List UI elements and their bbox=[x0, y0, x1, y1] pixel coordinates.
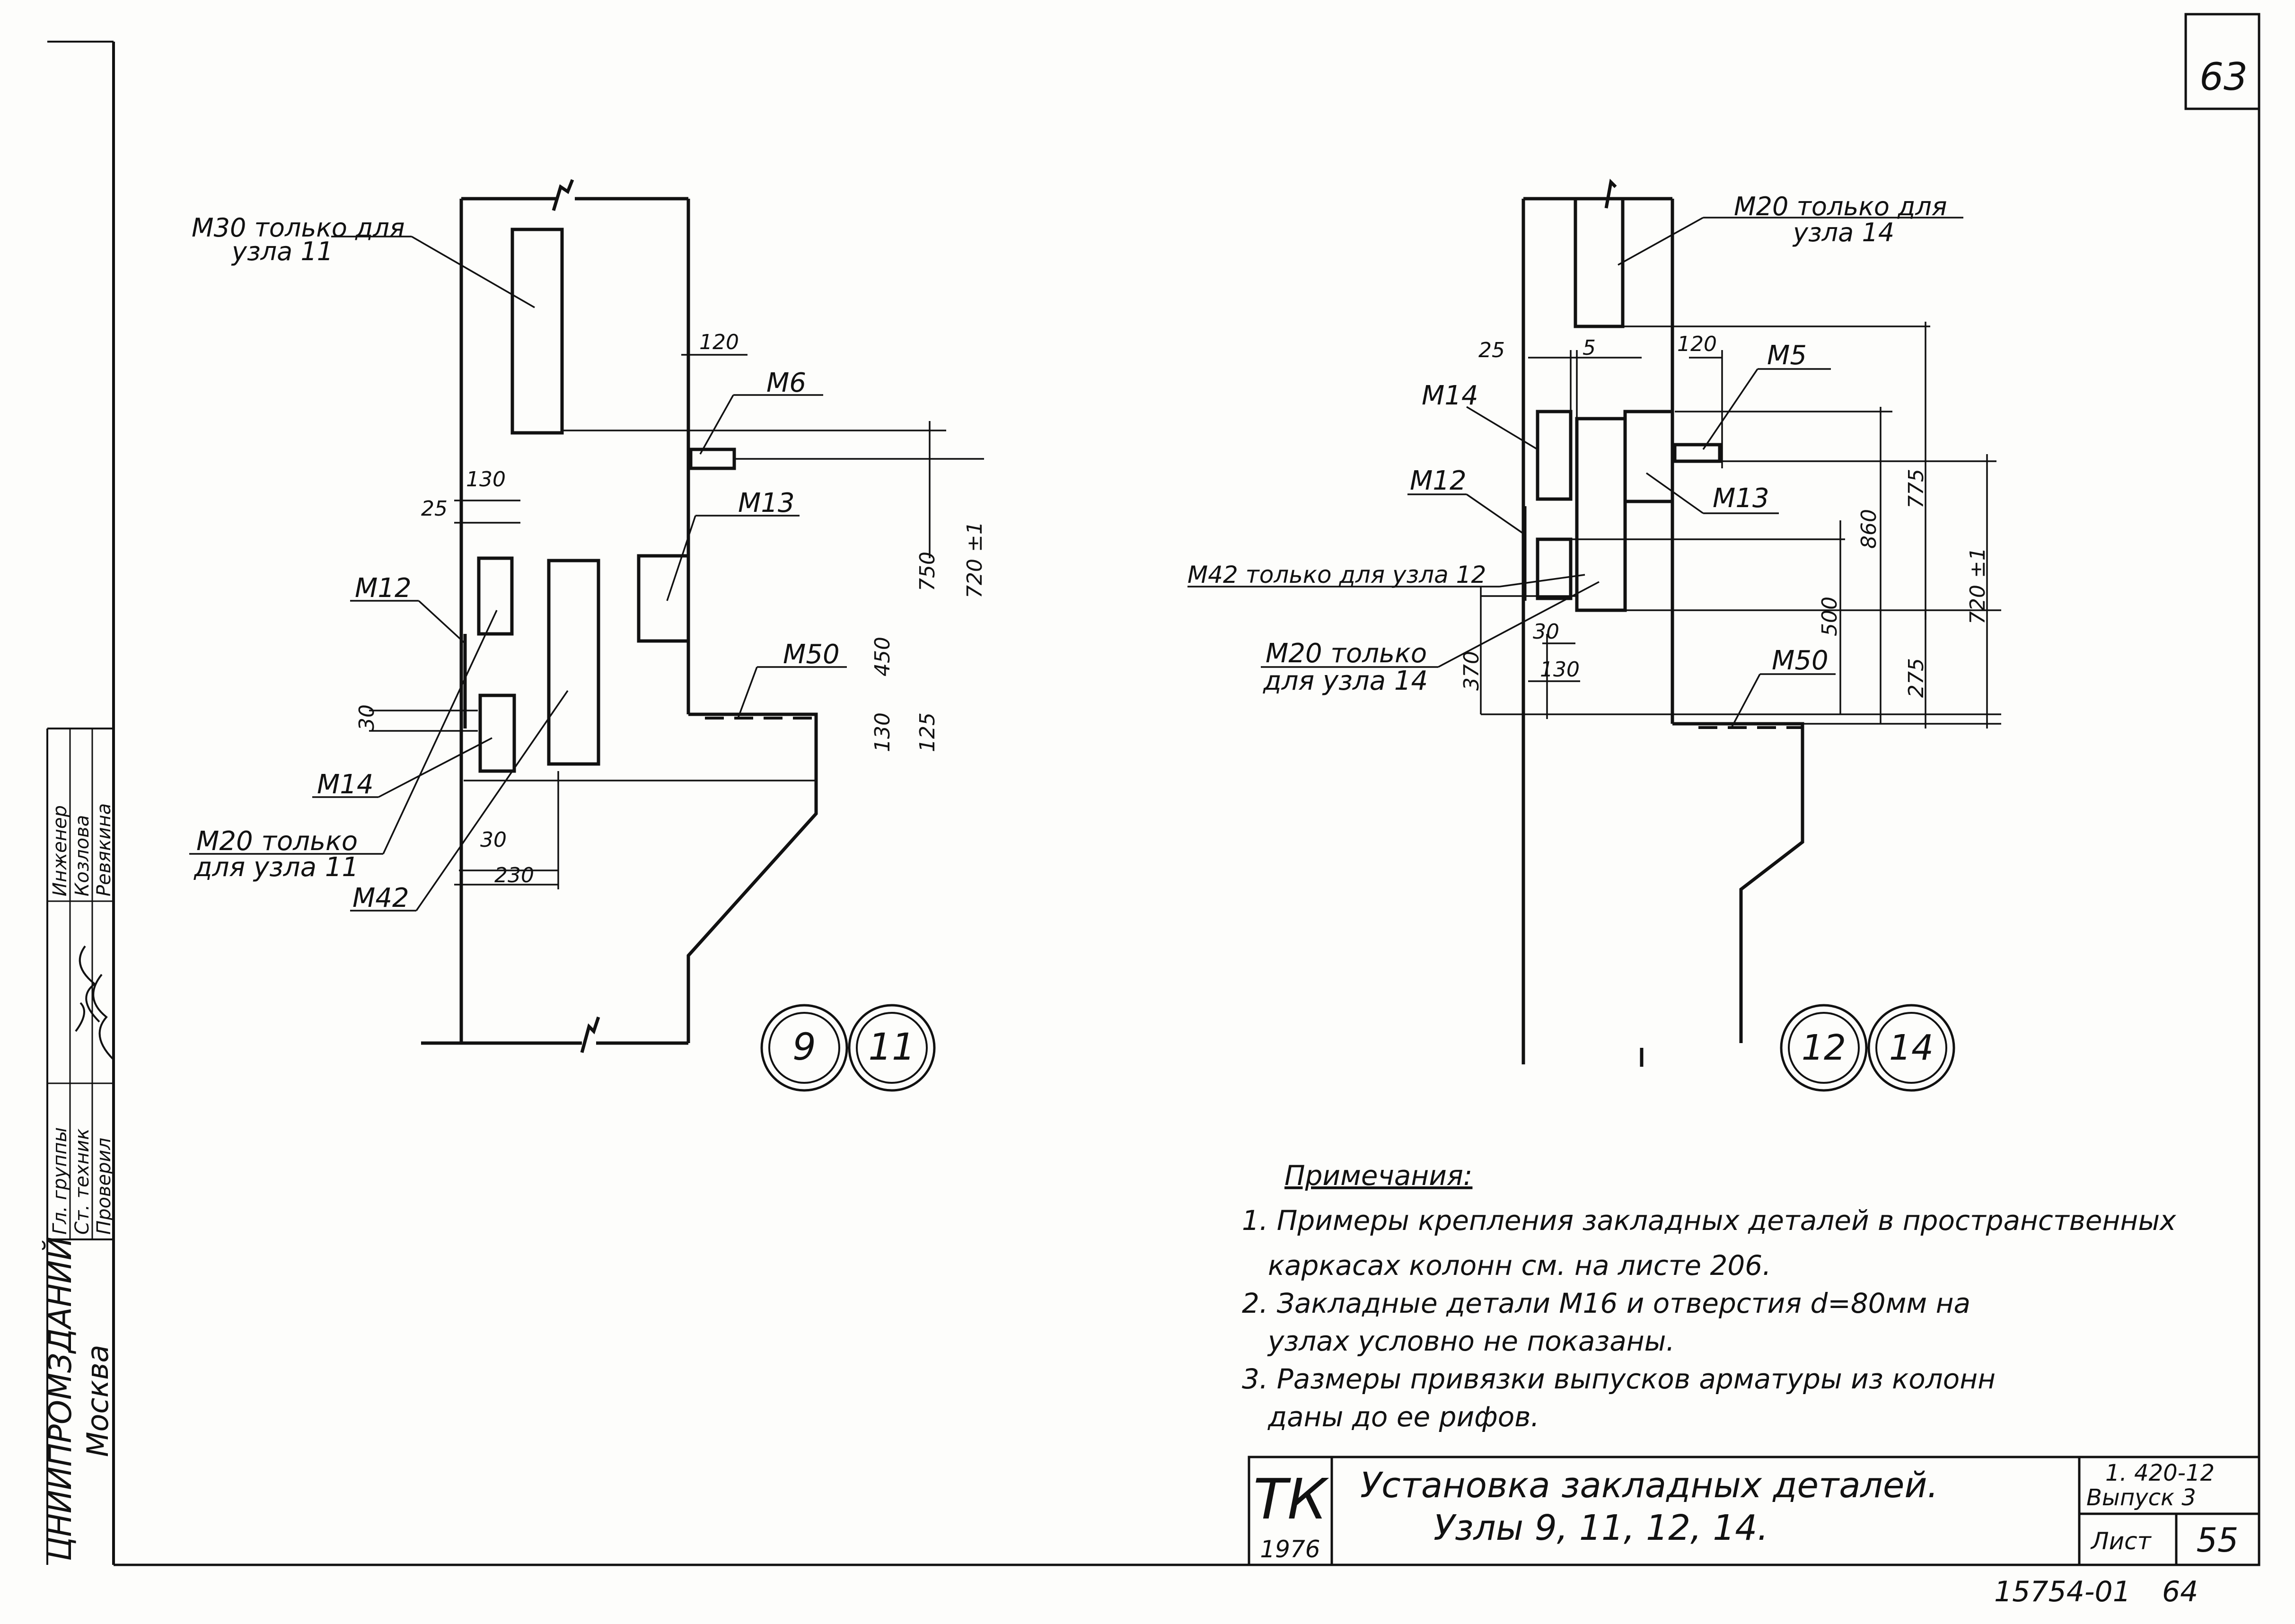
node-9-11-drawing bbox=[189, 179, 984, 1053]
node-12-14-drawing bbox=[1187, 178, 2001, 1067]
dim-25: 25 bbox=[421, 497, 448, 521]
title-block: ТК 1976 Установка закладных деталей. Узл… bbox=[1248, 1456, 2260, 1566]
label-m30: М30 только для bbox=[192, 213, 404, 243]
dim-370: 370 bbox=[1460, 651, 1484, 691]
label-m13: М13 bbox=[738, 488, 795, 518]
embed-m14 bbox=[1536, 410, 1573, 501]
dim-130-v: 130 bbox=[871, 712, 895, 752]
sheet-corner-box bbox=[2184, 13, 2260, 110]
note-line-2: каркасах колонн см. на листе 206. bbox=[1268, 1249, 1771, 1282]
dim-30-b: 30 bbox=[480, 828, 507, 852]
embed-m30 bbox=[510, 228, 564, 435]
notes-title: Примечания: bbox=[1284, 1159, 1472, 1192]
dim-450: 450 bbox=[871, 637, 895, 676]
note-line-1: 1. Примеры крепления закладных деталей в… bbox=[1242, 1204, 2176, 1237]
issue-number: Выпуск 3 bbox=[2086, 1484, 2196, 1511]
dim-120: 120 bbox=[1677, 332, 1717, 356]
embed-m13 bbox=[637, 554, 690, 643]
dim-130: 130 bbox=[466, 467, 506, 492]
title-line-1: Установка закладных деталей. bbox=[1360, 1465, 1938, 1506]
bottom-page: 64 bbox=[2162, 1575, 2198, 1608]
embed-m42 bbox=[1575, 417, 1627, 612]
label-m5: М5 bbox=[1767, 340, 1807, 371]
stamp-institute: ЦНИИПРОМЗДАНИЙ bbox=[42, 1237, 79, 1561]
label-m12: М12 bbox=[355, 573, 412, 604]
stamp-role-2: Ст. техник bbox=[71, 1128, 93, 1235]
stamp-name-2: Козлова bbox=[71, 815, 93, 896]
dim-30-a: 30 bbox=[355, 704, 379, 731]
dim-720: 720 ±1 bbox=[963, 521, 987, 598]
embed-m12-top bbox=[477, 556, 514, 636]
label-m42: М42 bbox=[352, 883, 409, 913]
badge-node-12: 12 bbox=[1802, 1027, 1846, 1068]
stamp-name-1: Инженер bbox=[49, 805, 71, 896]
label-m20-d: для узла 14 bbox=[1263, 666, 1428, 696]
label-m20-c: М20 только bbox=[1266, 638, 1427, 669]
label-m42: М42 только для узла 12 bbox=[1187, 561, 1486, 588]
label-m50: М50 bbox=[783, 639, 840, 670]
node-9-11-labels: М30 только для узла 11 М6 М13 М50 М12 М1… bbox=[192, 213, 987, 913]
embed-m12 bbox=[1536, 537, 1573, 600]
dim-5: 5 bbox=[1583, 336, 1596, 360]
note-line-3: 2. Закладные детали М16 и отверстия d=80… bbox=[1242, 1287, 1970, 1319]
embed-m42 bbox=[547, 559, 600, 766]
sheet-label: Лист bbox=[2090, 1527, 2152, 1555]
node-9-11-badges: 9 11 bbox=[760, 1004, 936, 1092]
embed-m5 bbox=[1673, 443, 1722, 463]
dim-860: 860 bbox=[1857, 509, 1881, 549]
label-m13: М13 bbox=[1713, 483, 1769, 514]
label-m20: М20 только bbox=[196, 826, 358, 857]
note-line-6: даны до ее рифов. bbox=[1267, 1401, 1539, 1433]
label-m20-b: для узла 11 bbox=[193, 852, 359, 883]
dim-25: 25 bbox=[1478, 338, 1505, 362]
embed-m20-top bbox=[1574, 197, 1625, 328]
series-number: 1. 420-12 bbox=[2105, 1460, 2215, 1486]
dim-120: 120 bbox=[699, 330, 739, 354]
dim-750: 750 bbox=[915, 552, 940, 591]
label-m20-b: узла 14 bbox=[1792, 218, 1894, 247]
embed-m6 bbox=[689, 448, 736, 470]
note-line-5: 3. Размеры привязки выпусков арматуры из… bbox=[1242, 1363, 1996, 1395]
title-org: ТК bbox=[1253, 1466, 1329, 1532]
label-m12: М12 bbox=[1410, 465, 1467, 496]
badge-node-11: 11 bbox=[868, 1026, 915, 1069]
sheet-frame: 63 bbox=[47, 13, 2260, 1566]
note-line-4: узлах условно не показаны. bbox=[1267, 1325, 1675, 1357]
label-m14: М14 bbox=[1422, 380, 1478, 411]
badge-node-14: 14 bbox=[1889, 1027, 1934, 1068]
embed-m13 bbox=[1623, 410, 1674, 503]
label-m6: М6 bbox=[766, 368, 806, 398]
notes: Примечания: 1. Примеры крепления закладн… bbox=[1242, 1159, 2176, 1433]
dim-30: 30 bbox=[1533, 620, 1559, 644]
dim-130: 130 bbox=[1540, 658, 1580, 682]
dim-720: 720 ±1 bbox=[1966, 547, 1990, 624]
side-stamp: Гл. группы Ст. техник Проверил Инженер К… bbox=[42, 728, 115, 1565]
sheet-corner-number: 63 bbox=[2199, 55, 2248, 99]
label-m14: М14 bbox=[317, 769, 374, 800]
node-12-14-labels: М20 только для узла 14 М14 М5 М12 М13 М4… bbox=[1187, 192, 1990, 698]
stamp-role-1: Гл. группы bbox=[49, 1127, 71, 1235]
dim-125: 125 bbox=[915, 712, 940, 752]
dim-275: 275 bbox=[1904, 658, 1928, 698]
label-m50: М50 bbox=[1772, 645, 1829, 676]
title-year: 1976 bbox=[1260, 1536, 1320, 1563]
stamp-city: Москва bbox=[80, 1345, 115, 1457]
embed-m14 bbox=[478, 693, 516, 773]
label-m20: М20 только для bbox=[1734, 192, 1947, 221]
bottom-code: 15754-01 bbox=[1994, 1575, 2131, 1608]
dim-775: 775 bbox=[1904, 469, 1928, 509]
sheet-number: 55 bbox=[2196, 1521, 2238, 1560]
title-line-2: Узлы 9, 11, 12, 14. bbox=[1433, 1508, 1768, 1548]
label-m30-b: узла 11 bbox=[231, 237, 333, 266]
dim-230: 230 bbox=[494, 863, 534, 887]
dim-500: 500 bbox=[1818, 597, 1842, 636]
badge-node-9: 9 bbox=[792, 1026, 816, 1069]
node-12-14-badges: 12 14 bbox=[1780, 1004, 1955, 1092]
stamp-name-3: Ревякина bbox=[93, 803, 115, 896]
stamp-role-3: Проверил bbox=[93, 1138, 115, 1235]
